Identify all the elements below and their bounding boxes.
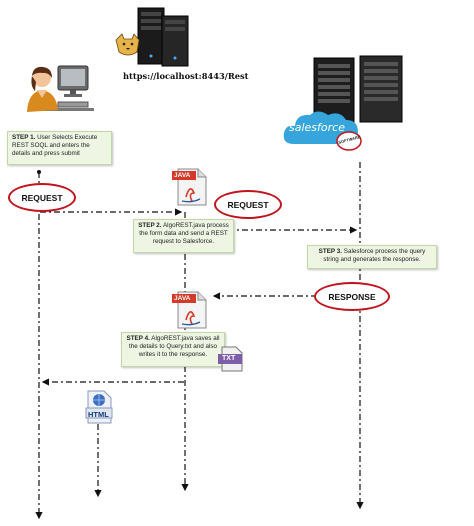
step4-note: STEP 4. AlgoREST.java saves all the deta… — [121, 332, 225, 367]
step3-text: Salesforce process the query string and … — [323, 248, 426, 264]
request-label-mid: REQUEST — [214, 190, 282, 219]
step1-title: STEP 1. — [12, 134, 36, 141]
txt-file-icon: TXT — [218, 345, 244, 373]
server-url: https://localhost:8443/Rest — [123, 71, 249, 81]
java-file-label-2: JAVA — [174, 294, 191, 302]
java-file-icon: JAVA — [170, 167, 210, 207]
java-file-label: JAVA — [174, 171, 191, 179]
tomcat-server-icon — [115, 7, 189, 67]
step2-title: STEP 2. — [138, 222, 162, 229]
step1-note: STEP 1. User Selects Execute REST SOQL a… — [7, 131, 112, 165]
step4-title: STEP 4. — [126, 335, 150, 342]
step4-text: AlgoREST.java saves all the details to Q… — [128, 335, 220, 359]
step2-note: STEP 2. AlgoREST.java process the form d… — [133, 219, 234, 253]
response-text: RESPONSE — [328, 291, 376, 302]
step1-text: User Selects Execute REST SOQL and enter… — [12, 134, 98, 158]
salesforce-brand: salesforce — [289, 121, 345, 134]
step2-text: AlgoREST.java process the form data and … — [139, 222, 229, 246]
step3-note: STEP 3. Salesforce process the query str… — [307, 245, 437, 269]
step3-title: STEP 3. — [318, 248, 343, 255]
response-label: RESPONSE — [314, 282, 390, 311]
salesforce-cloud-logo-icon: salesforce SOFTWARE — [280, 106, 362, 154]
html-file-label: HTML — [88, 409, 109, 419]
java-file-icon-2: JAVA — [170, 290, 210, 330]
request-mid-text: REQUEST — [227, 199, 269, 210]
user-at-computer-icon — [27, 65, 94, 112]
txt-file-label: TXT — [222, 355, 236, 362]
salesforce-server-icon — [313, 55, 403, 123]
html-file-icon: HTML — [84, 390, 114, 424]
request-label-left: REQUEST — [8, 183, 76, 212]
request-left-text: REQUEST — [21, 192, 63, 203]
